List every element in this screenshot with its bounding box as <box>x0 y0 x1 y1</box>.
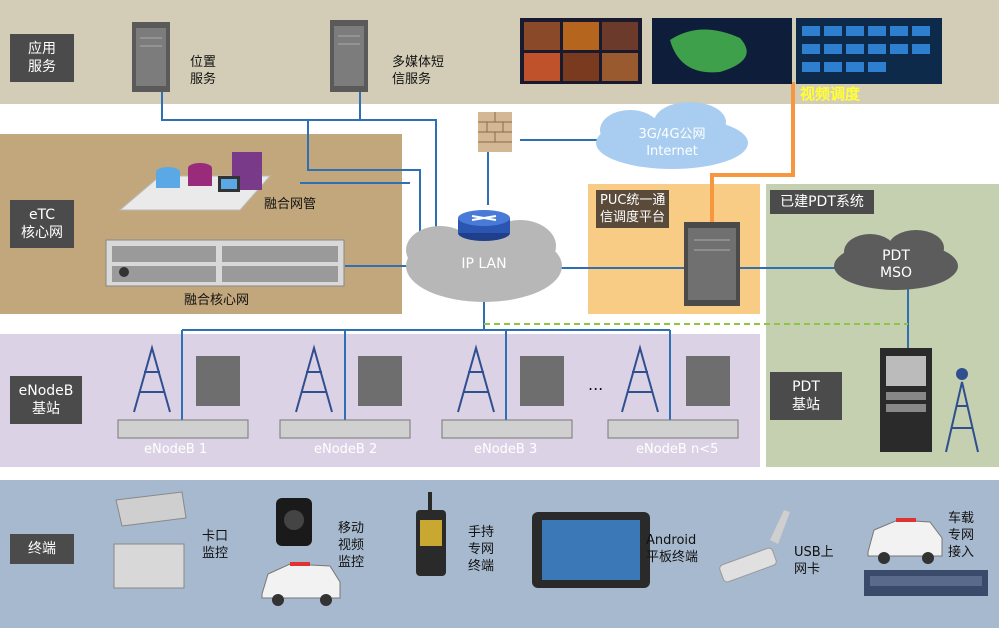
section-label-pdt-station: PDT 基站 <box>770 372 842 420</box>
video-link <box>710 82 795 222</box>
police-car-icon-1 <box>261 562 341 606</box>
section-label-app: 应用 服务 <box>10 34 74 82</box>
ip-lan-label: IP LAN <box>461 256 507 272</box>
enodeb-2-label: eNodeB 2 <box>314 442 378 457</box>
tablet-icon <box>532 512 650 588</box>
section-label-pdt-system: 已建PDT系统 <box>770 190 874 214</box>
terminal-icons <box>113 491 988 606</box>
puc-label: PUC统一通 信调度平台 <box>596 190 670 228</box>
fusion-core-label: 融合核心网 <box>184 293 250 308</box>
video-dispatch-label: 视频调度 <box>800 85 861 103</box>
handheld-label: 手持 专网 终端 <box>468 525 495 574</box>
checkpoint-label: 卡口 监控 <box>202 529 229 561</box>
ip-lan-cloud-icon <box>406 220 562 302</box>
section-label-etc: eTC 核心网 <box>10 200 74 248</box>
mobile-video-label: 移动 视频 监控 <box>338 521 365 570</box>
section-label-terminal: 终端 <box>10 534 74 564</box>
mms-service-label: 多媒体短 信服务 <box>392 55 445 87</box>
puc-server-icon <box>684 222 740 306</box>
vehicle-switch-icon <box>864 570 988 596</box>
pdt-mso-label: PDT MSO <box>880 248 912 281</box>
pdt-mso-cloud-icon <box>834 230 958 290</box>
enodeb-n-label: eNodeB n<5 <box>636 442 719 457</box>
enb-cabinet-icon <box>196 356 730 406</box>
pdt-rack-icon <box>880 348 932 452</box>
enb-tower-icon <box>133 344 659 413</box>
ptz-camera-icon <box>276 498 312 546</box>
android-label: Android 平板终端 <box>646 533 699 565</box>
checkpoint-camera-icon <box>113 491 187 589</box>
vehicle-label: 车载 专网 接入 <box>948 511 975 560</box>
public-net-cloud-icon <box>596 102 748 169</box>
router-icon <box>458 210 510 241</box>
location-service-label: 位置 服务 <box>190 55 217 87</box>
enodeb-ellipsis: ... <box>588 375 604 394</box>
enodeb-3-label: eNodeB 3 <box>474 442 538 457</box>
mms-server-icon <box>330 20 368 92</box>
usb-dongle-icon <box>719 510 790 583</box>
fusion-nms-label: 融合网管 <box>264 197 317 212</box>
firewall-icon <box>478 112 512 152</box>
enb-rack-unit-icon <box>117 419 739 439</box>
pdt-tower-icon <box>945 368 979 453</box>
enodeb-1-label: eNodeB 1 <box>144 442 208 457</box>
fusion-core-rack-icon <box>105 239 345 287</box>
police-car-icon-2 <box>867 518 943 564</box>
section-label-enodeb: eNodeB 基站 <box>10 376 82 424</box>
public-net-label: 3G/4G公网 Internet <box>638 127 706 159</box>
handheld-terminal-icon <box>416 492 446 576</box>
video-wall-icon <box>520 18 942 84</box>
fusion-nms-icon <box>118 152 272 211</box>
enodeb-equipment <box>117 344 739 439</box>
location-server-icon <box>132 22 170 92</box>
usb-label: USB上 网卡 <box>794 545 834 577</box>
